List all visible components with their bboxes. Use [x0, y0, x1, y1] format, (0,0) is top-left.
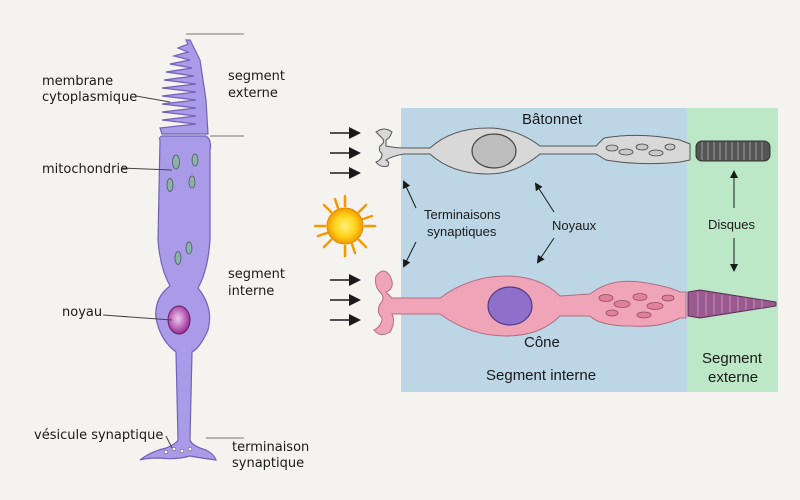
segment-interne-label-2: interne: [228, 284, 274, 299]
segment-interne-panel-label: Segment interne: [486, 367, 596, 384]
cone-mitochondria: [598, 293, 675, 319]
segment-interne-label-1: segment: [228, 267, 285, 282]
vesicle: [163, 449, 169, 455]
rod-outer-segment: [695, 140, 771, 162]
leader-line: [121, 167, 173, 171]
vesicle: [171, 446, 177, 452]
membrane-label-2: cytoplasmique: [42, 90, 137, 105]
right-photoreceptor-diagram: Bâtonnet Terminaisons synaptiques Noyaux…: [313, 108, 778, 392]
annotation-arrows: [402, 170, 738, 272]
rod-cell: [375, 127, 771, 175]
terminaison-label-1: terminaison: [232, 440, 309, 455]
light-arrows: [330, 127, 361, 326]
segment-externe-label-1: segment: [228, 69, 285, 84]
vesicule-label: vésicule synaptique: [34, 428, 163, 443]
cone-cell: [373, 270, 777, 337]
batonnet-label: Bâtonnet: [522, 111, 583, 128]
noyaux-label: Noyaux: [552, 218, 597, 233]
segment-externe-label-2: externe: [228, 86, 278, 101]
rod-mitochondria: [605, 143, 676, 157]
rod-nucleus: [471, 133, 517, 169]
left-rod-diagram: membrane cytoplasmique mitochondrie noya…: [34, 33, 309, 471]
sun-icon: [313, 194, 377, 258]
segment-externe-panel-label-2: externe: [708, 369, 758, 386]
leader-line: [135, 95, 171, 103]
rod-disks: [701, 142, 763, 160]
mitochondrion: [188, 175, 196, 189]
disques-label: Disques: [708, 217, 755, 232]
outer-segment-shape: [159, 39, 209, 135]
terminaisons-label-1: Terminaisons: [424, 207, 501, 222]
inner-segment-shape: [139, 135, 217, 461]
terminaison-label-2: synaptique: [232, 456, 304, 471]
membrane-label-1: membrane: [42, 74, 113, 89]
mitochondrion: [166, 178, 174, 192]
cone-disks: [697, 292, 763, 316]
segment-externe-panel-label-1: Segment: [702, 350, 763, 367]
vesicle: [187, 446, 193, 452]
mitochondrion: [174, 251, 182, 265]
cone-label: Cône: [524, 334, 560, 351]
rod-synaptic-terminal: [375, 127, 691, 175]
cone-nucleus: [487, 286, 533, 326]
leader-line: [102, 314, 173, 321]
mitochondrion: [172, 154, 180, 170]
cone-outer-segment: [687, 289, 777, 319]
mitochondrion: [185, 241, 193, 255]
mitochondrie-label: mitochondrie: [42, 162, 128, 177]
leader-line: [165, 435, 173, 449]
vesicle: [179, 448, 185, 454]
mitochondrion: [191, 153, 199, 167]
terminaisons-label-2: synaptiques: [427, 224, 497, 239]
noyau-label: noyau: [62, 305, 102, 320]
